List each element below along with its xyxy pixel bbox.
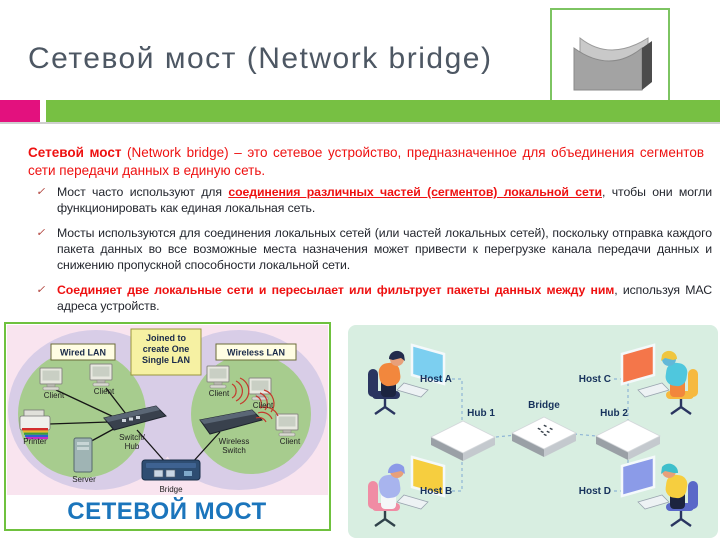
intro-term: Сетевой мост	[28, 144, 122, 160]
client-label: Client	[253, 401, 274, 410]
joined-lan-label: Joined to	[146, 333, 187, 343]
switch-hub-label: Hub	[125, 442, 140, 451]
bridge-label: Bridge	[159, 485, 183, 494]
bridge-label: Bridge	[528, 400, 560, 411]
wireless-lan-box	[215, 343, 297, 361]
client-label: Client	[44, 391, 65, 400]
bullet-2-text: Мосты используются для соединения локаль…	[57, 225, 712, 272]
host-c-label: Host C	[579, 374, 611, 385]
wired-lan-label: Wired LAN	[60, 348, 106, 358]
wireless-switch-icon	[199, 409, 263, 435]
wireless-switch-label: Wireless	[219, 437, 250, 446]
switch-hub-icon	[103, 405, 167, 431]
bullet-1-pre: Мост часто используют для	[57, 185, 229, 199]
bridge-clipart	[573, 36, 652, 91]
server-label: Server	[72, 475, 96, 484]
host-a-workstation	[368, 343, 446, 415]
bridge-clipart-frame	[550, 8, 670, 102]
hub1-label: Hub 1	[467, 408, 495, 419]
host-d-label: Host D	[579, 486, 611, 497]
wireless-lan-label: Wireless LAN	[227, 348, 285, 358]
hosts-bridge-diagram: Host A Host B Host C Host D Hub 1 Bridge…	[348, 325, 718, 538]
joined-lan-label: Single LAN	[142, 355, 190, 365]
host-b-workstation	[368, 455, 446, 527]
diagram-caption: СЕТЕВОЙ МОСТ	[67, 497, 266, 525]
wifi-waves-icon	[231, 377, 279, 423]
lan-bridge-diagram: Wired LAN Wireless LAN Joined to create …	[4, 322, 331, 531]
host-d-workstation	[620, 455, 698, 527]
accent-bar-shadow	[0, 122, 720, 124]
bridge-vents	[537, 424, 553, 437]
intro-rest: – это сетевое устройство, предназначенно…	[28, 144, 704, 179]
bullet-3-highlight: Соединяет две локальные сети и пересылае…	[57, 282, 615, 297]
hub2-label: Hub 2	[600, 408, 628, 419]
bullet-item-3: ✓ Соединяет две локальные сети и пересыла…	[36, 283, 712, 315]
joined-lan-box	[130, 328, 202, 376]
bullet-item-2: ✓ Мосты используются для соединения локал…	[36, 226, 712, 274]
client-label: Client	[209, 389, 230, 398]
page-title: Сетевой мост (Network bridge)	[28, 42, 493, 76]
check-icon: ✓	[36, 186, 46, 198]
joined-lan-label: create One	[143, 344, 190, 354]
accent-bar-green	[46, 100, 720, 122]
server-icon	[73, 437, 93, 473]
check-icon: ✓	[36, 226, 46, 239]
bullet-list: ✓ Мост часто используют для соединения ра…	[36, 185, 712, 324]
accent-bar-pink	[0, 100, 40, 122]
host-b-label: Host B	[420, 486, 452, 497]
switch-hub-label: Switch/	[119, 433, 146, 442]
bullet-1-post: , чтобы они могли функционировать как ед…	[57, 185, 712, 215]
client-label: Client	[280, 437, 301, 446]
wireless-switch-label: Switch	[222, 446, 246, 455]
bullet-3-post: , используя МАС адреса устройств.	[57, 282, 712, 313]
host-a-label: Host A	[420, 374, 452, 385]
bullet-1-highlight: соединения различных частей (сегментов) …	[228, 185, 602, 199]
host-c-workstation	[620, 343, 698, 415]
bullet-item-1: ✓ Мост часто используют для соединения ра…	[36, 185, 712, 217]
network-links	[48, 387, 221, 465]
printer-label: Printer	[23, 437, 47, 446]
wired-lan-box	[50, 343, 116, 361]
printer-icon	[19, 409, 51, 440]
client-label: Client	[94, 387, 115, 396]
intro-paragraph: Сетевой мост (Network bridge) – это сете…	[28, 144, 704, 181]
check-icon: ✓	[36, 283, 46, 296]
bridge-device-icon	[141, 459, 201, 481]
intro-term-en: (Network bridge)	[121, 144, 229, 160]
